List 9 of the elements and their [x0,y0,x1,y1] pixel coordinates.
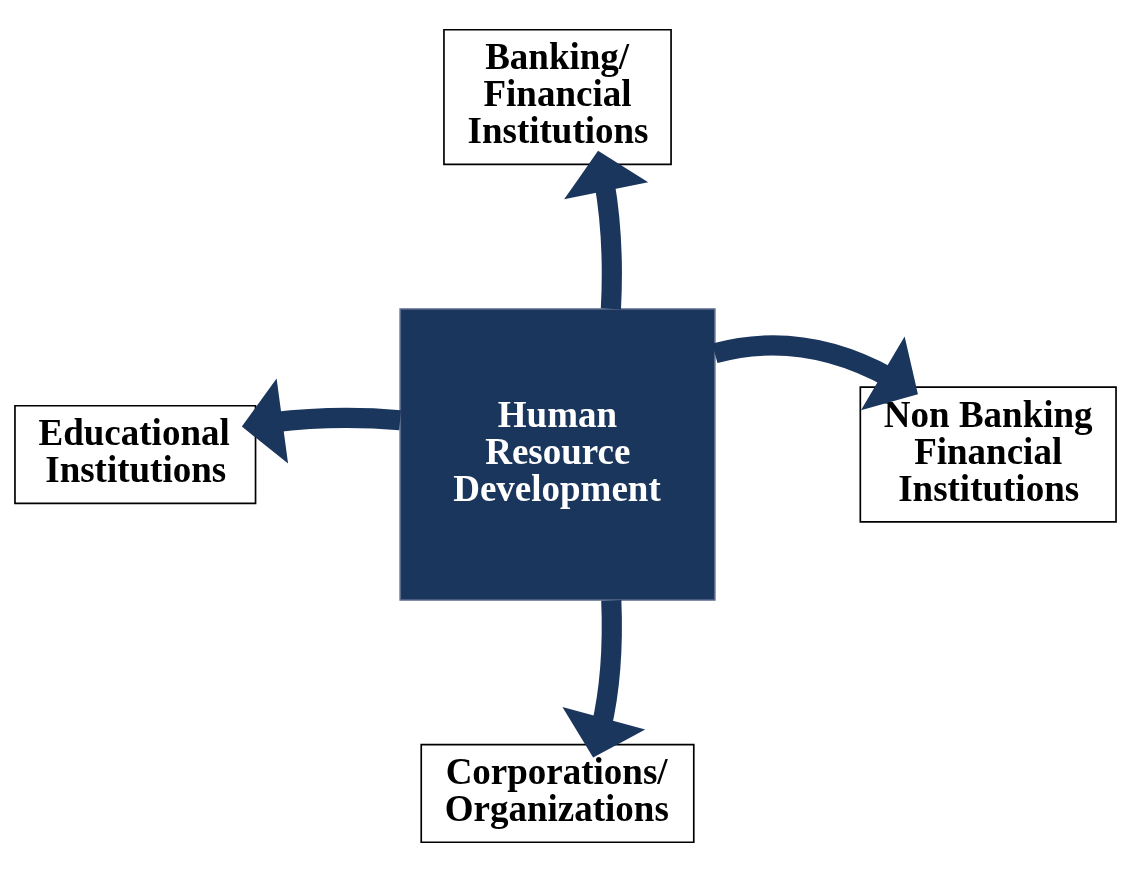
node-box: Non Banking Financial Institutions [859,386,1117,523]
arrow [241,378,401,464]
arrow [564,150,649,310]
node-box: Human Resource Development [399,308,716,601]
node-box: Corporations/ Organizations [420,743,695,844]
node-box: Educational Institutions [14,404,257,505]
node-box: Banking/ Financial Institutions [443,28,672,166]
arrow [562,600,646,758]
arrow [712,335,918,411]
